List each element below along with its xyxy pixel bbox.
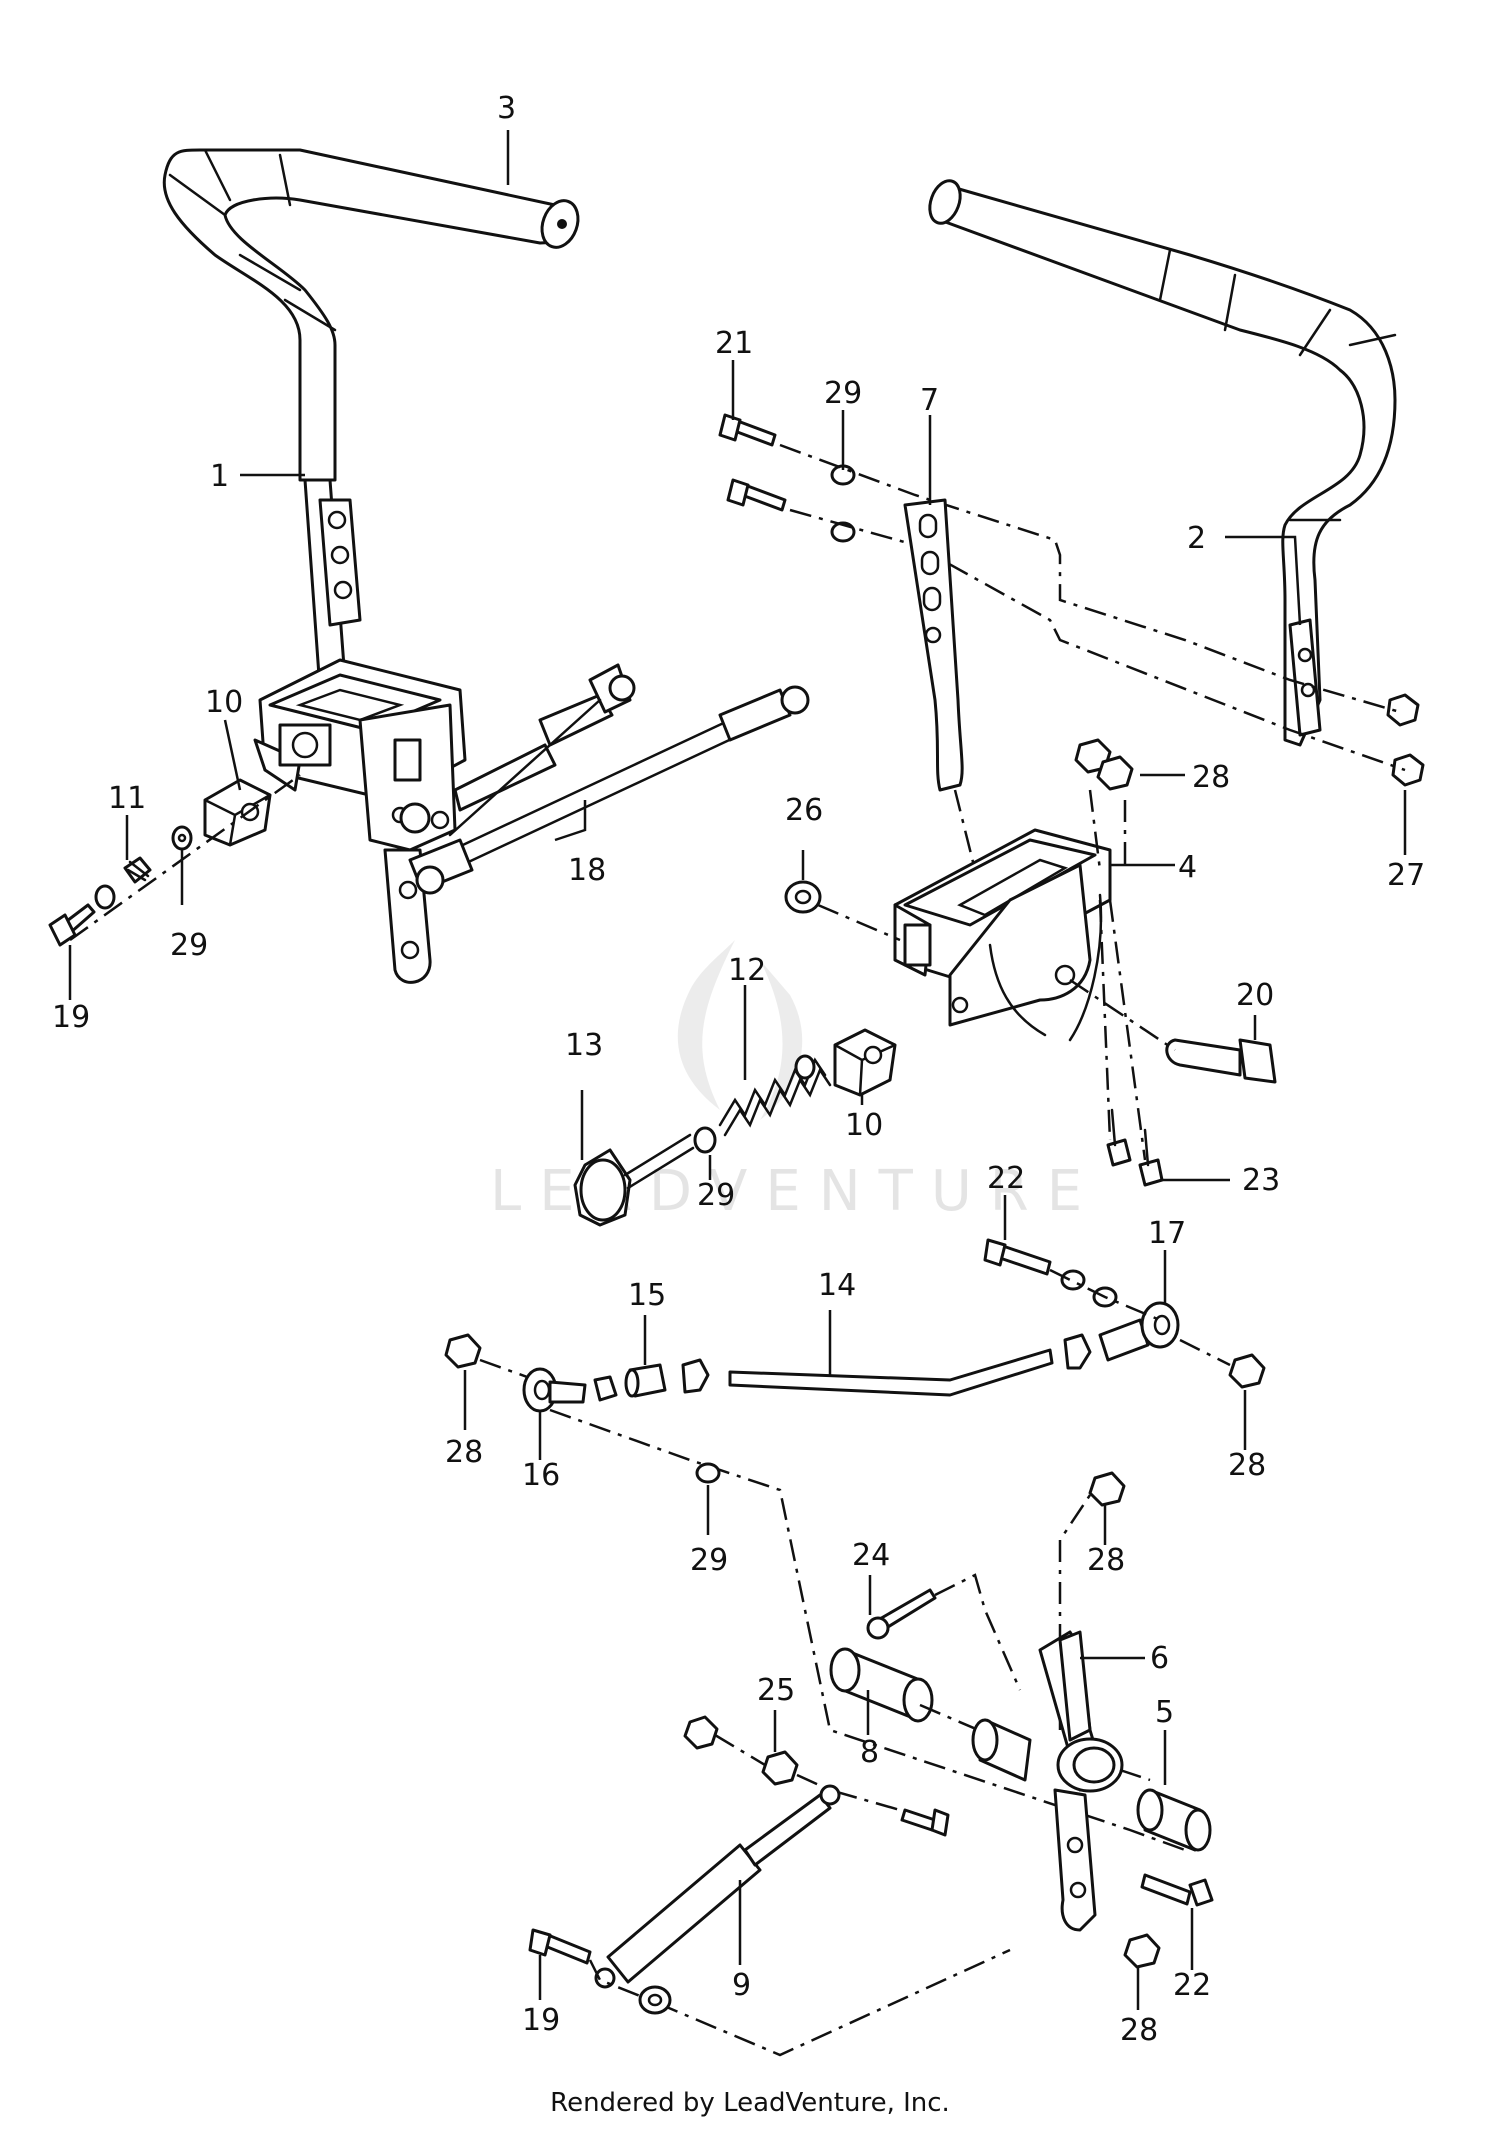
part-28-nut-lower: [1123, 1933, 1161, 1969]
callout-19-upper: 19: [52, 1000, 90, 1035]
callout-5: 5: [1155, 1695, 1174, 1730]
part-22-bolt-upper: [983, 1238, 1052, 1276]
part-nut-lower-left: [638, 1985, 672, 2015]
part-28-right-nut: [1228, 1353, 1266, 1389]
callout-28-left: 28: [445, 1435, 483, 1470]
callout-22-upper: 22: [987, 1161, 1025, 1196]
callout-14: 14: [818, 1268, 856, 1303]
part-26-nut: [784, 880, 822, 914]
callout-7: 7: [920, 383, 939, 418]
part-5-bushing-left: [971, 1718, 1032, 1782]
left-fasteners: [48, 773, 301, 947]
part-10-left-block: [203, 778, 272, 847]
callout-10-right: 10: [845, 1108, 883, 1143]
part-28-nut-mid: [1088, 1471, 1126, 1507]
part-8-bushing: [829, 1647, 934, 1723]
callout-28-lower: 28: [1120, 2013, 1158, 2048]
callout-8: 8: [860, 1735, 879, 1770]
callout-29-knob: 29: [697, 1178, 735, 1213]
callout-11: 11: [108, 781, 146, 816]
callout-9: 9: [732, 1968, 751, 2003]
part-7-adjustment-plate: [903, 498, 964, 792]
callout-13: 13: [565, 1028, 603, 1063]
callout-leaders: [68, 130, 1407, 2010]
callout-20: 20: [1236, 978, 1274, 1013]
callout-25: 25: [757, 1673, 795, 1708]
callout-16: 16: [522, 1458, 560, 1493]
part-28-nuts-upper: [1074, 738, 1134, 791]
part-29-washer-lower: [695, 1462, 721, 1484]
footer-credit: Rendered by LeadVenture, Inc.: [550, 2088, 950, 2118]
part-17-rod-end: [1098, 1301, 1180, 1362]
callout-28-right: 28: [1228, 1448, 1266, 1483]
part-19-bolt-lower: [528, 1928, 592, 1965]
part-28-left-nut: [444, 1333, 482, 1369]
callout-3: 3: [497, 91, 516, 126]
part-1-left-control-lever: [253, 478, 467, 984]
callout-labels: 3 1 2 7 21 29 10 11 29 19 18 27 28 4 26 …: [52, 91, 1425, 2048]
callout-4: 4: [1178, 850, 1197, 885]
part-27-nuts: [1386, 693, 1425, 787]
callout-17: 17: [1148, 1216, 1186, 1251]
part-10-right-block: [833, 1028, 897, 1097]
part-25-nut: [683, 1715, 799, 1786]
part-4-right-bracket: [893, 828, 1112, 1042]
callout-21: 21: [715, 326, 753, 361]
part-20-pin: [1165, 1038, 1277, 1084]
part-2-right-handle-bar: [928, 179, 1397, 747]
callout-28-upper: 28: [1192, 760, 1230, 795]
part-9-gas-spring: [594, 1784, 841, 1989]
part-18-linkage-rods: [408, 663, 810, 895]
callout-2: 2: [1187, 521, 1206, 556]
part-23-screws: [1106, 1108, 1164, 1187]
callout-28-mid: 28: [1087, 1543, 1125, 1578]
part-14-rod: [728, 1348, 1054, 1397]
callout-1: 1: [210, 459, 229, 494]
callout-29-lower: 29: [690, 1543, 728, 1578]
callout-29-upper: 29: [824, 376, 862, 411]
part-16-rod-end: [522, 1367, 587, 1413]
part-22-bolt-lower: [1140, 1873, 1214, 1907]
watermark-flame-icon: [677, 940, 803, 1120]
part-3-left-handle-bar: [162, 148, 580, 482]
callout-24: 24: [852, 1538, 890, 1573]
part-6-arm: [1038, 1630, 1124, 1932]
callout-18: 18: [568, 853, 606, 888]
part-5-bushing-right: [1136, 1788, 1212, 1852]
part-15-coupler: [624, 1363, 667, 1398]
callout-19-lower: 19: [522, 2003, 560, 2038]
part-24-pin: [866, 1588, 937, 1640]
part-29-washer-knob: [693, 1126, 717, 1154]
part-13-knob: [573, 1133, 695, 1227]
callout-12: 12: [728, 953, 766, 988]
callout-10-left: 10: [205, 685, 243, 720]
callout-23: 23: [1242, 1163, 1280, 1198]
callout-27: 27: [1387, 858, 1425, 893]
callout-6: 6: [1150, 1641, 1169, 1676]
callout-22-lower: 22: [1173, 1968, 1211, 2003]
callout-29-left: 29: [170, 928, 208, 963]
callout-15: 15: [628, 1278, 666, 1313]
callout-26: 26: [785, 793, 823, 828]
